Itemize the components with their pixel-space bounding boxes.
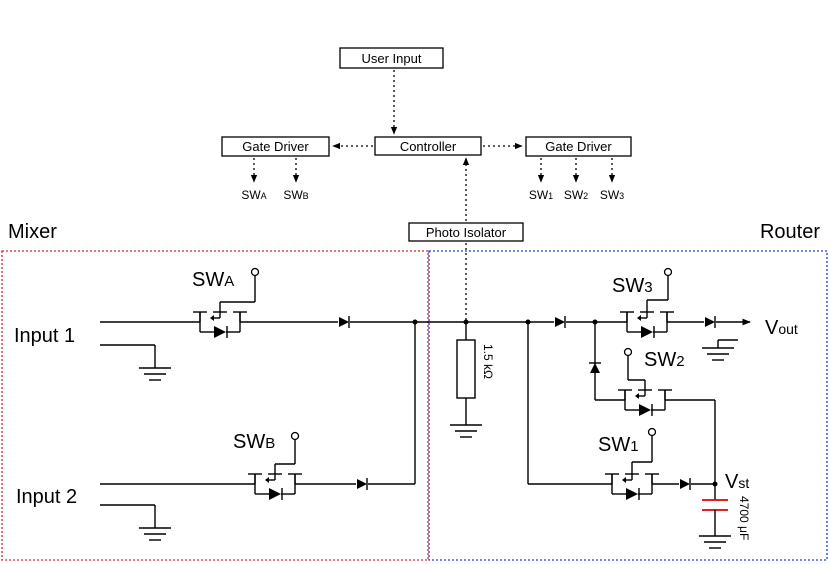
diode-icon <box>356 477 368 491</box>
router-region <box>428 250 828 561</box>
swb-switch-label: SWB <box>233 431 275 453</box>
capacitor-label: 4700 μF <box>737 496 751 540</box>
swa-switch-label: SWA <box>192 269 234 291</box>
controller-label: Controller <box>400 139 457 154</box>
ground-icon <box>449 424 483 438</box>
gate-driver-right-label: Gate Driver <box>545 139 612 154</box>
sw3-mosfet <box>619 311 675 339</box>
sw1-mosfet <box>604 473 660 501</box>
swa-signal-label: SWA <box>241 188 266 202</box>
diode-icon <box>704 315 716 329</box>
ground-icon <box>701 347 735 361</box>
sw2-switch-label: SW2 <box>644 349 685 371</box>
sw2-mosfet <box>617 389 673 417</box>
photo-isolator-block: Photo Isolator <box>408 222 524 242</box>
diode-icon <box>679 477 691 491</box>
sense-resistor <box>456 339 476 399</box>
gate-driver-left-block: Gate Driver <box>221 136 330 157</box>
user-input-block: User Input <box>339 47 444 69</box>
ground-icon <box>138 367 172 381</box>
ground-icon <box>138 527 172 541</box>
controller-block: Controller <box>374 136 482 156</box>
vout-label: Vout <box>765 317 798 339</box>
ground-icon <box>698 535 732 549</box>
input2-label: Input 2 <box>16 486 77 508</box>
mixer-label: Mixer <box>8 221 57 243</box>
resistor-label: 1.5 kΩ <box>481 344 495 379</box>
swb-mosfet <box>247 473 303 501</box>
vst-label: Vst <box>725 471 749 493</box>
sw1-switch-label: SW1 <box>598 434 639 456</box>
gate-driver-right-block: Gate Driver <box>525 136 632 157</box>
diode-icon <box>588 362 602 374</box>
mixer-region <box>1 250 429 561</box>
photo-isolator-label: Photo Isolator <box>426 225 507 240</box>
swa-mosfet <box>192 311 248 339</box>
router-label: Router <box>760 221 820 243</box>
sw3-switch-label: SW3 <box>612 275 653 297</box>
diode-icon <box>554 315 566 329</box>
user-input-label: User Input <box>362 51 422 66</box>
sw1-signal-label: SW1 <box>529 188 553 202</box>
gate-driver-left-label: Gate Driver <box>242 139 309 154</box>
input1-label: Input 1 <box>14 325 75 347</box>
sw2-signal-label: SW2 <box>564 188 588 202</box>
sw3-signal-label: SW3 <box>600 188 624 202</box>
swb-signal-label: SWB <box>283 188 308 202</box>
diode-icon <box>338 315 350 329</box>
